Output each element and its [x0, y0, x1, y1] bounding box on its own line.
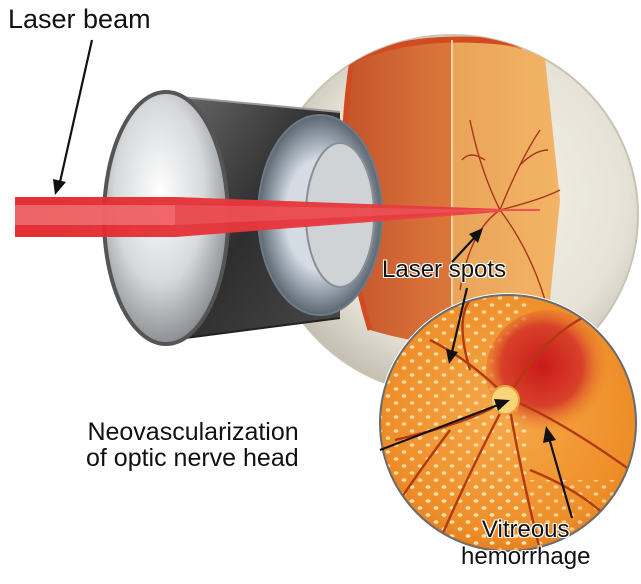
label-vitreous-hemorrhage: Vitreous hemorrhage	[461, 516, 590, 570]
label-vitreous-line2: hemorrhage	[461, 543, 590, 570]
label-neovascularization: Neovascularization of optic nerve head	[86, 419, 299, 471]
label-laser-spots: Laser spots	[382, 258, 506, 282]
label-laser-beam: Laser beam	[8, 6, 151, 33]
label-neovascularization-line1: Neovascularization	[86, 419, 299, 445]
label-vitreous-line1: Vitreous	[461, 516, 590, 543]
label-neovascularization-line2: of optic nerve head	[86, 445, 299, 471]
